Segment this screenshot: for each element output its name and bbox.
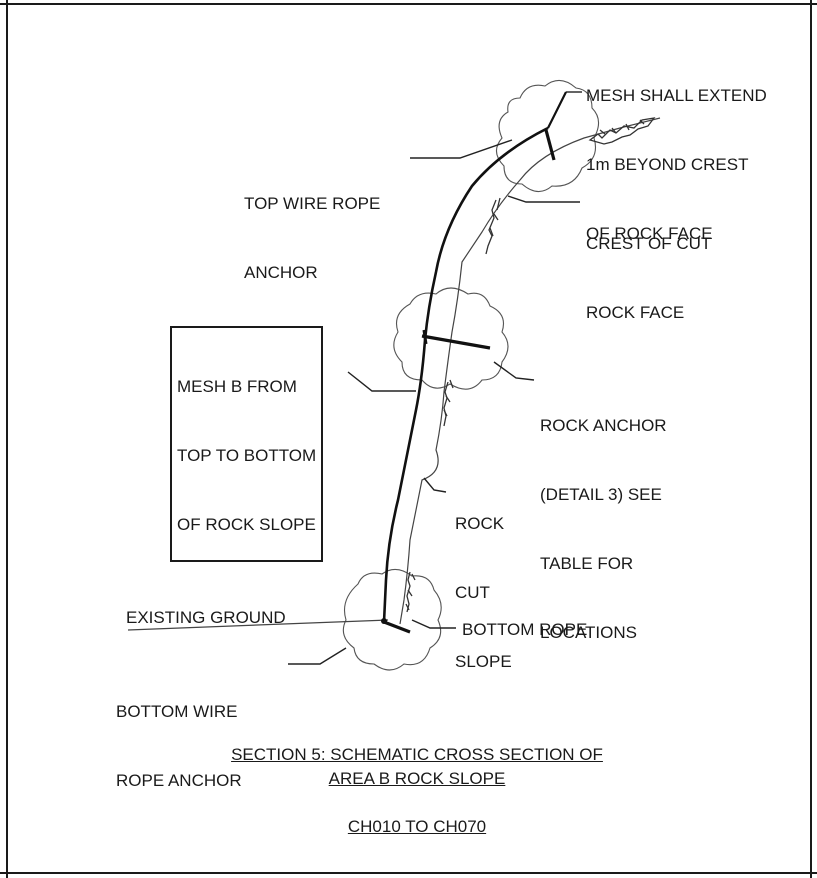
cloud-rock-anchor — [393, 287, 509, 390]
leader-top-anchor — [410, 139, 513, 159]
bottom-wire-rope-anchor-bar — [383, 620, 411, 634]
bottom-rope-dot — [381, 618, 387, 624]
label-bottom-rope: BOTTOM ROPE — [462, 620, 588, 639]
cloud-top-anchor — [495, 79, 600, 193]
label-bottom-wire-rope-anchor: BOTTOM WIRE ROPE ANCHOR — [116, 702, 242, 790]
top-wire-rope-anchor-bar — [544, 129, 556, 161]
existing-ground-line — [127, 619, 389, 631]
leader-crest — [507, 195, 580, 203]
title-line-1: SECTION 5: SCHEMATIC CROSS SECTION OF — [231, 745, 603, 764]
leader-mesh-b — [347, 371, 416, 392]
label-mesh-extend: MESH SHALL EXTEND 1m BEYOND CREST OF ROC… — [586, 86, 767, 243]
leader-rock-cut-slope — [423, 477, 447, 493]
cloud-bottom-anchor — [342, 568, 442, 671]
rock-anchor-head — [422, 329, 428, 345]
mesh-extension — [547, 91, 567, 129]
rock-texture — [405, 117, 656, 613]
rock-anchor-bar — [421, 334, 491, 350]
title-line-2: AREA B ROCK SLOPE — [328, 769, 506, 788]
chainage-range: CH010 TO CH070 — [347, 817, 487, 836]
label-rock-anchor: ROCK ANCHOR (DETAIL 3) SEE TABLE FOR LOC… — [540, 416, 667, 642]
leader-bottom-rope — [411, 619, 456, 629]
label-existing-ground: EXISTING GROUND — [126, 608, 286, 627]
rock-cut-slope-line — [399, 117, 661, 625]
leader-bottom-anchor — [288, 647, 347, 665]
label-crest-of-cut-rock-face: CREST OF CUT ROCK FACE — [586, 234, 712, 322]
label-rock-cut-slope: ROCK CUT SLOPE — [455, 514, 512, 671]
label-mesh-b: MESH B FROM TOP TO BOTTOM OF ROCK SLOPE — [170, 326, 324, 562]
leader-rock-anchor — [493, 361, 535, 381]
label-top-wire-rope-anchor: TOP WIRE ROPE ANCHOR — [244, 194, 381, 282]
